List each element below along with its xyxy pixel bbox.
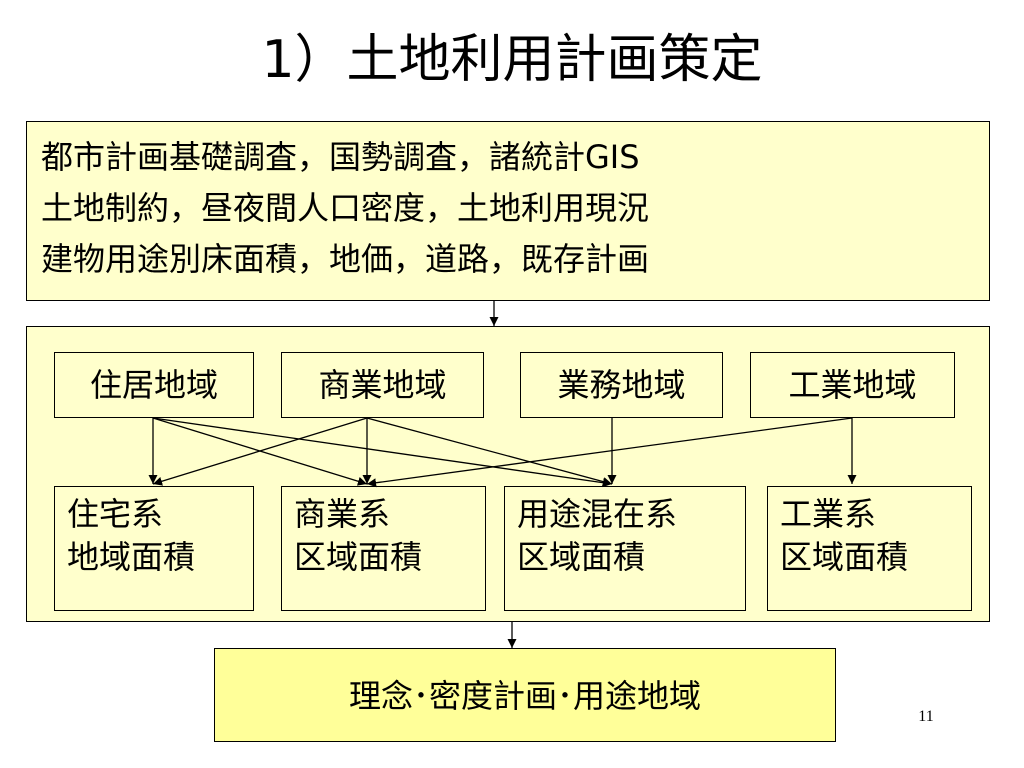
area-mixed-use-line2: 区域面積 [517, 538, 646, 576]
area-mixed-use: 用途混在系 区域面積 [504, 486, 746, 611]
arrow-industrial-to-commercial-area [366, 417, 853, 488]
area-residential: 住宅系 地域面積 [54, 486, 254, 611]
survey-line-2: 土地制約，昼夜間人口密度，土地利用現況 [41, 189, 650, 227]
area-industrial: 工業系 区域面積 [767, 486, 972, 611]
area-industrial-line1: 工業系 [780, 495, 877, 533]
result-box: 理念･密度計画･用途地域 [214, 648, 836, 742]
arrow-commercial-to-residential-area [152, 417, 368, 486]
area-residential-line1: 住宅系 [67, 495, 164, 533]
survey-data-box: 都市計画基礎調査，国勢調査，諸統計GIS 土地制約，昼夜間人口密度，土地利用現況… [26, 121, 990, 301]
area-commercial-line1: 商業系 [294, 495, 391, 533]
page-number: 11 [918, 708, 934, 725]
area-commercial: 商業系 区域面積 [281, 486, 486, 611]
area-mixed-use-line1: 用途混在系 [517, 495, 678, 533]
survey-line-1: 都市計画基礎調査，国勢調査，諸統計GIS [41, 138, 640, 176]
zone-business: 業務地域 [520, 352, 723, 418]
area-commercial-line2: 区域面積 [294, 538, 423, 576]
arrow-commercial-to-mixed-area [366, 417, 613, 487]
slide-title: 1）土地利用計画策定 [261, 30, 763, 90]
survey-line-3: 建物用途別床面積，地価，道路，既存計画 [41, 240, 650, 278]
arrow-residential-to-mixed-area [152, 417, 613, 488]
zone-industrial: 工業地域 [750, 352, 955, 418]
zone-commercial: 商業地域 [281, 352, 484, 418]
area-residential-line2: 地域面積 [67, 538, 196, 576]
area-industrial-line2: 区域面積 [780, 538, 909, 576]
